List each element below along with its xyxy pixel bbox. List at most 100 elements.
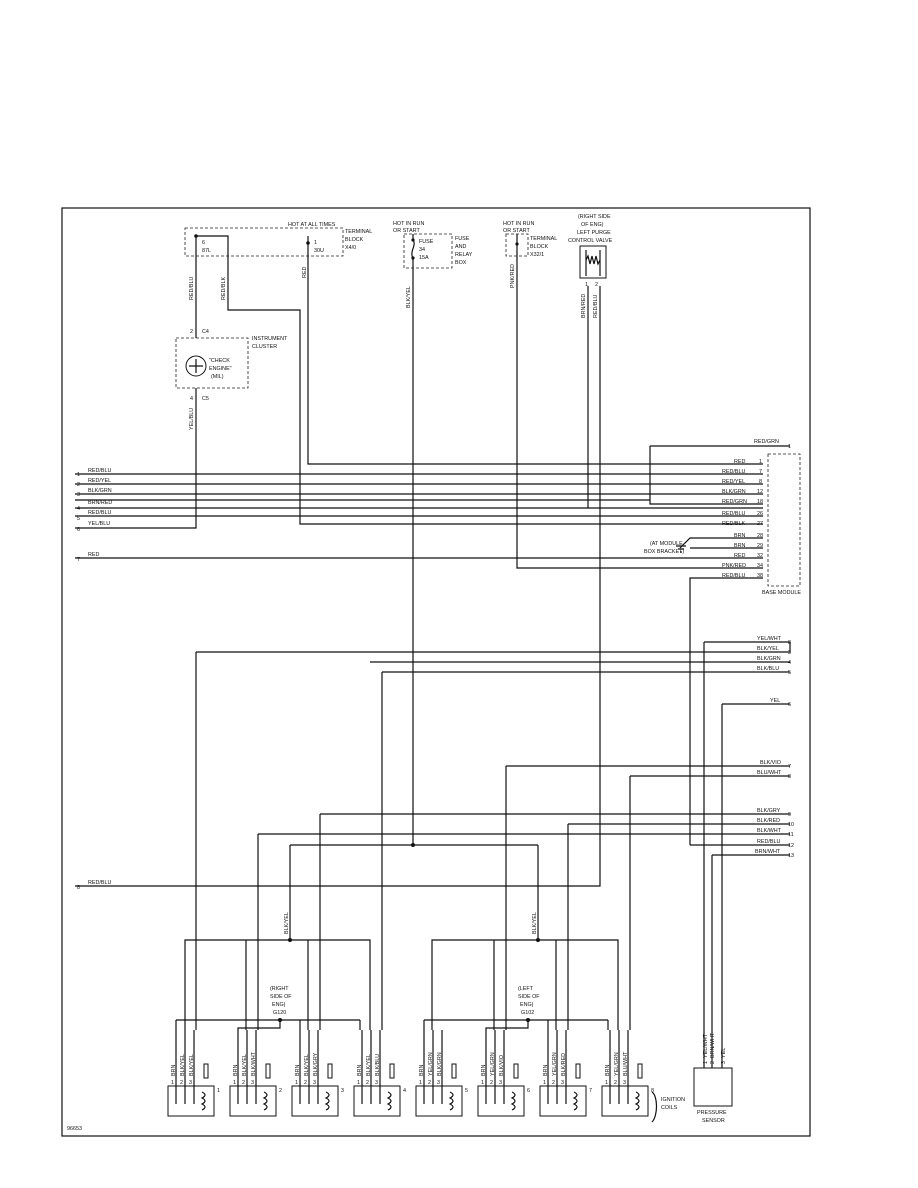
pin-bottom: 4 bbox=[190, 396, 193, 402]
module-top-wire: RED/GRN bbox=[754, 439, 779, 445]
module-pin-wire: RED/BLU bbox=[722, 511, 745, 517]
pin-1: 1 bbox=[314, 240, 317, 246]
right-terminal-num: 4 bbox=[788, 660, 791, 666]
right-terminal-wire: BLK/RED bbox=[757, 818, 780, 824]
purge-valve-label-3: LEFT PURGE bbox=[577, 230, 611, 236]
coil-pin-number: 1 bbox=[233, 1080, 236, 1086]
ground-label: G120 bbox=[273, 1010, 286, 1016]
left-terminal-wire: RED/BLU bbox=[88, 880, 111, 886]
module-pin-num: 8 bbox=[759, 479, 762, 485]
spark-plug-icon bbox=[451, 1063, 457, 1079]
coil-pin-number: 2 bbox=[490, 1080, 493, 1086]
spark-plug-icon bbox=[389, 1063, 395, 1079]
coil-wire-label: BLK/YEL bbox=[242, 1054, 248, 1076]
coil-pin-number: 3 bbox=[251, 1080, 254, 1086]
right-terminal-wire: YEL bbox=[770, 698, 780, 704]
coil-wire-label: BRN bbox=[481, 1065, 487, 1076]
terminal-block-label-1: TERMINAL bbox=[345, 229, 372, 235]
module-pin-wire: RED/GRN bbox=[722, 499, 747, 505]
hot-in-run-label-3: HOT IN RUN bbox=[503, 221, 534, 227]
module-pin-wire: RED/BLU bbox=[722, 469, 745, 475]
coil-number: 6 bbox=[527, 1088, 530, 1094]
module-pin-wire: BLK/GRN bbox=[722, 489, 746, 495]
lamp-label-3: (MIL) bbox=[211, 374, 224, 380]
left-terminal-num: 5 bbox=[77, 516, 80, 522]
left-terminal-num: 6 bbox=[77, 527, 80, 533]
coil-number: 5 bbox=[465, 1088, 468, 1094]
module-pin-num: 7 bbox=[759, 469, 762, 475]
right-terminal-wire: BLK/BLU bbox=[757, 666, 779, 672]
right-terminal-num: 5 bbox=[788, 670, 791, 676]
fuse-box-label-3: RELAY bbox=[455, 252, 473, 258]
sensor-pin-1: 1 bbox=[703, 1061, 709, 1064]
coil-pin-number: 2 bbox=[366, 1080, 369, 1086]
terminal-block-x32-label-3: X32/1 bbox=[530, 252, 544, 258]
coil-pin-number: 3 bbox=[189, 1080, 192, 1086]
module-pin-wire: RED/BLU bbox=[722, 573, 745, 579]
module-pin-wire: PNK/RED bbox=[722, 563, 746, 569]
left-terminal-wire: BLK/GRN bbox=[88, 488, 112, 494]
instrument-cluster-label-1: INSTRUMENT bbox=[252, 336, 288, 342]
vwire-label: YEL/BLU bbox=[189, 408, 195, 430]
left-terminal-num: 8 bbox=[77, 885, 80, 891]
pin-30u: 30U bbox=[314, 248, 324, 254]
pin-6: 6 bbox=[202, 240, 205, 246]
coil-body bbox=[601, 1085, 649, 1117]
coil-winding-icon bbox=[634, 1091, 640, 1111]
coil-number: 7 bbox=[589, 1088, 592, 1094]
coil-wire-label: YEL/GRN bbox=[614, 1052, 620, 1076]
coil-pin-number: 2 bbox=[614, 1080, 617, 1086]
coil-winding-icon bbox=[324, 1091, 330, 1111]
vwire-label: PNK/RED bbox=[510, 264, 516, 288]
coil-pin-number: 3 bbox=[313, 1080, 316, 1086]
coil-pin-number: 3 bbox=[623, 1080, 626, 1086]
coil-winding-icon bbox=[200, 1091, 206, 1111]
coil-pin-number: 3 bbox=[437, 1080, 440, 1086]
coil-number: 2 bbox=[279, 1088, 282, 1094]
instrument-cluster: INSTRUMENT CLUSTER "CHECK ENGINE" (MIL) … bbox=[175, 329, 288, 402]
sensor-wire-2: BRN/WHT bbox=[710, 1032, 716, 1058]
left-terminal-num: 1 bbox=[77, 472, 80, 478]
vwire-label: BLK/YEL bbox=[406, 286, 412, 308]
coil-wire-label: BLK/YEL bbox=[304, 1054, 310, 1076]
coil-pin-number: 3 bbox=[375, 1080, 378, 1086]
right-terminal-wire: BLK/GRN bbox=[757, 656, 781, 662]
left-terminal-wire: RED/YEL bbox=[88, 478, 111, 484]
pressure-sensor-label-2: SENSOR bbox=[702, 1118, 725, 1124]
coil-wire-label: BLK/VIO bbox=[499, 1055, 505, 1076]
ignition-coils: 1BRN2BLK/YEL3BLK/YEL11BRN2BLK/YEL3BLK/WH… bbox=[167, 1030, 654, 1117]
coil-pin-number: 2 bbox=[552, 1080, 555, 1086]
right-terminal-num: 12 bbox=[788, 843, 794, 849]
right-terminal-wire: BRN/WHT bbox=[755, 849, 781, 855]
ground-icon bbox=[676, 545, 686, 553]
fuse-label: FUSE bbox=[419, 239, 434, 245]
right-terminal-wire: YEL/WHT bbox=[757, 636, 782, 642]
module-pin-num: 34 bbox=[757, 563, 763, 569]
coil-wire-label: BLK/BLU bbox=[375, 1054, 381, 1076]
spark-plug-icon bbox=[637, 1063, 643, 1079]
ground-label: SIDE OF bbox=[518, 994, 540, 1000]
coil-number: 4 bbox=[403, 1088, 406, 1094]
pin-top: 2 bbox=[190, 329, 193, 335]
right-terminals: YEL/WHT 8 BLK/YEL 3 BLK/GRN 4 BLK/BLU 5 … bbox=[755, 636, 794, 859]
left-terminal-wire: RED bbox=[88, 552, 99, 558]
fuse-box-label-1: FUSE bbox=[455, 236, 470, 242]
diagram-frame bbox=[61, 207, 811, 1137]
ground-label: SIDE OF bbox=[270, 994, 292, 1000]
purge-pin-2: 2 bbox=[595, 282, 598, 288]
coil-wire-label: YEL/GRN bbox=[552, 1052, 558, 1076]
module-top-num: 1 bbox=[788, 444, 791, 450]
coil-wire-label: BLK/YEL bbox=[189, 1054, 195, 1076]
coil-pin-number: 1 bbox=[543, 1080, 546, 1086]
coil-winding-icon bbox=[386, 1091, 392, 1111]
right-terminal-num: 8 bbox=[788, 774, 791, 780]
ground-label: G102 bbox=[521, 1010, 534, 1016]
left-terminals: 1 RED/BLU 2 RED/YEL 3 BLK/GRN 4 BRN/RED … bbox=[77, 468, 112, 891]
spark-plug-icon bbox=[513, 1063, 519, 1079]
base-module-label: BASE MODULE bbox=[762, 590, 801, 596]
spark-plug-icon bbox=[327, 1063, 333, 1079]
fuse-rating: 15A bbox=[419, 255, 429, 261]
coil-wire-label: YEL/GRN bbox=[428, 1052, 434, 1076]
